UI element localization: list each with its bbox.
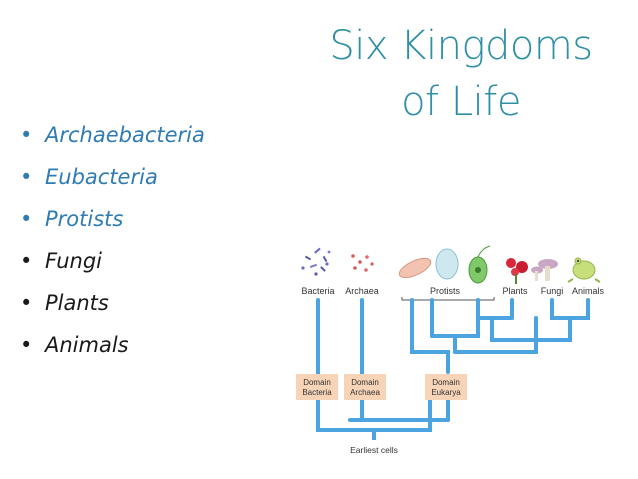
domain-archaea-box: Domain Archaea (344, 374, 386, 400)
bacteria-illustration-icon (301, 247, 331, 276)
plant-illustration-icon (506, 258, 528, 284)
slide-title: Six Kingdoms of Life (296, 18, 626, 130)
kingdom-archaebacteria: Archaebacteria (45, 123, 205, 147)
leaf-label-fungi: Fungi (541, 286, 564, 296)
list-item: •Eubacteria (20, 165, 158, 189)
protists-bracket (401, 297, 495, 301)
domain-archaea-line1: Domain (351, 378, 379, 387)
leaf-label-protists: Protists (430, 286, 461, 296)
kingdom-protists: Protists (45, 207, 124, 231)
kingdom-eubacteria: Eubacteria (45, 165, 158, 189)
list-item: •Plants (20, 291, 109, 315)
kingdom-list: •Archaebacteria •Eubacteria •Protists •F… (20, 114, 205, 366)
domain-eukarya-line2: Eukarya (431, 388, 461, 397)
domain-eukarya-line1: Domain (432, 378, 460, 387)
tree-branches (316, 298, 590, 432)
protists-illustration-icon (398, 245, 491, 284)
title-line-1: Six Kingdoms (329, 23, 593, 69)
mushroom-illustration-icon (531, 259, 558, 281)
list-item: •Animals (20, 333, 129, 357)
list-item: •Protists (20, 207, 124, 231)
leaf-label-archaea: Archaea (345, 286, 379, 296)
list-item: •Archaebacteria (20, 123, 205, 147)
domain-eukarya-box: Domain Eukarya (425, 374, 467, 400)
list-item: •Fungi (20, 249, 103, 273)
domain-bacteria-box: Domain Bacteria (296, 374, 338, 400)
leaf-label-plants: Plants (502, 286, 528, 296)
title-line-2: of Life (401, 79, 521, 125)
domain-archaea-line2: Archaea (350, 388, 380, 397)
archaea-illustration-icon (351, 254, 374, 272)
kingdom-fungi: Fungi (45, 249, 103, 273)
kingdom-plants: Plants (45, 291, 109, 315)
domain-bacteria-line2: Bacteria (302, 388, 332, 397)
leaf-label-animals: Animals (572, 286, 605, 296)
frog-illustration-icon (567, 257, 601, 283)
leaf-label-bacteria: Bacteria (301, 286, 334, 296)
domain-bacteria-line1: Domain (303, 378, 331, 387)
kingdom-animals: Animals (45, 333, 129, 357)
root-label: Earliest cells (350, 445, 398, 455)
